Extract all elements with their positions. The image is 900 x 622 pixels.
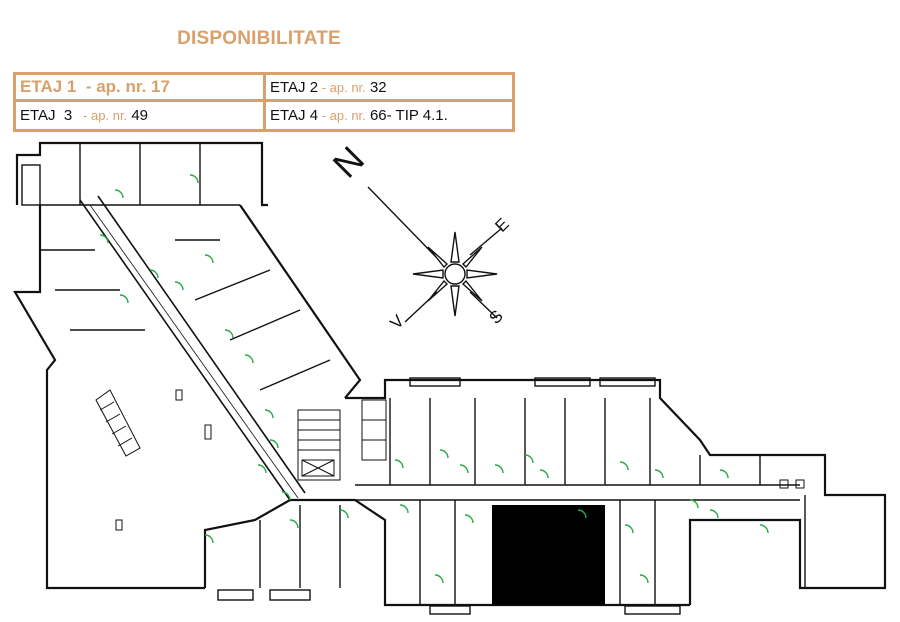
stair-left-wing <box>95 389 141 457</box>
apartment-label: ap. nr. <box>329 79 366 95</box>
wall-right-block <box>345 378 887 605</box>
compass-point-right <box>466 269 498 279</box>
separator: - <box>76 77 97 96</box>
apartment-number: 17 <box>151 77 170 96</box>
separator: - <box>318 79 330 95</box>
availability-cell-floor-3[interactable]: ETAJ 3 - ap. nr. 49 <box>16 102 266 129</box>
wall-diagonal-outer <box>239 204 362 399</box>
page-title: DISPONIBILITATE <box>177 28 341 49</box>
building-walls <box>13 141 887 607</box>
floor-label: ETAJ 2 <box>270 78 319 96</box>
compass-needle-east <box>469 227 503 256</box>
apartment-number: 49 <box>131 107 149 124</box>
apartment-label: ap. nr. <box>329 108 366 123</box>
compass-needle-south <box>469 291 498 319</box>
apartment-label: ap. nr. <box>91 108 128 123</box>
compass-point-left <box>412 269 444 279</box>
separator: - <box>72 108 92 123</box>
diagonal-corridor <box>79 195 306 501</box>
stair-core-right <box>361 399 387 461</box>
compass-label-east: E <box>491 214 512 235</box>
availability-cell-floor-2[interactable]: ETAJ 2 - ap. nr. 32 <box>266 75 512 102</box>
apartment-label: ap. nr. <box>96 77 147 96</box>
compass-point-up <box>450 231 460 263</box>
floor-label: ETAJ 1 <box>20 77 77 96</box>
balconies <box>21 164 681 615</box>
availability-table: ETAJ 1 - ap. nr. 17 ETAJ 2 - ap. nr. 32 … <box>13 72 515 132</box>
availability-cell-floor-1[interactable]: ETAJ 1 - ap. nr. 17 <box>16 75 266 102</box>
floor-label: ETAJ 4 <box>270 107 319 124</box>
compass-needle-north <box>367 186 437 258</box>
apartment-number: 66- TIP 4.1. <box>369 107 448 124</box>
horizontal-corridor <box>355 484 800 501</box>
stair-core-left <box>297 409 341 481</box>
door-swings <box>99 174 769 584</box>
compass-rose <box>367 186 503 323</box>
apartment-number: 32 <box>369 78 387 96</box>
floor-label: ETAJ 3 <box>20 107 73 124</box>
compass-point-down <box>450 285 460 317</box>
availability-cell-floor-4[interactable]: ETAJ 4 - ap. nr. 66- TIP 4.1. <box>266 102 512 129</box>
highlighted-apartment[interactable] <box>492 505 605 605</box>
compass-label-north: N <box>325 138 372 185</box>
separator: - <box>318 108 330 123</box>
wall-top-left <box>15 141 268 207</box>
wall-bottom-center <box>203 498 690 607</box>
fixtures <box>115 389 805 531</box>
interior-walls <box>40 143 806 605</box>
compass-center <box>444 263 466 285</box>
wall-left-wing <box>13 205 205 590</box>
